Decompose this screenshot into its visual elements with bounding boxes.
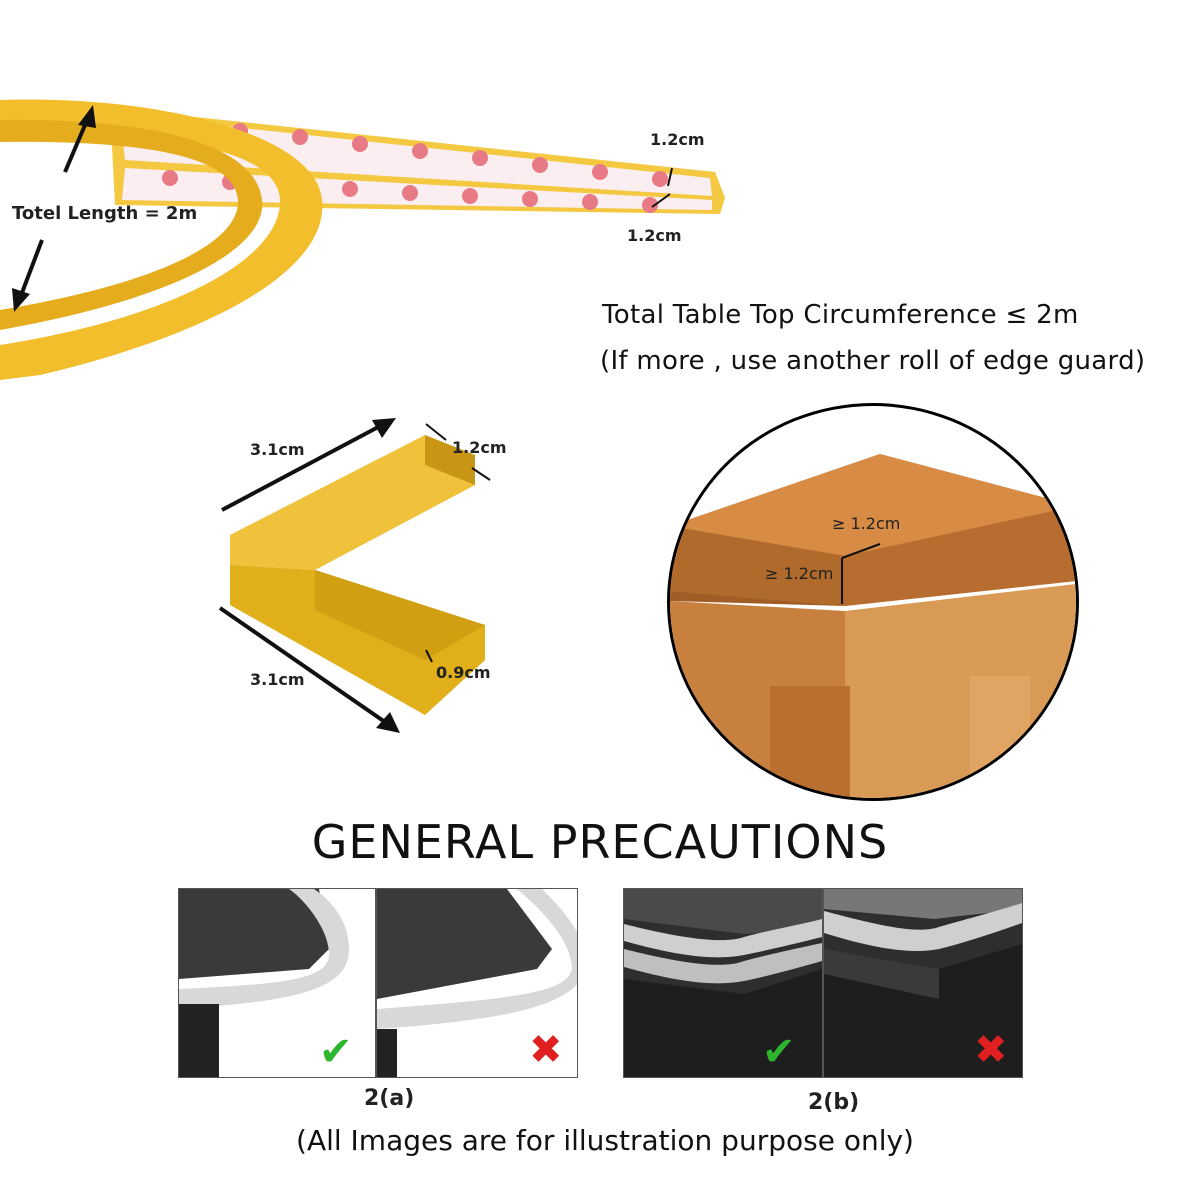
table-top-clearance-label: ≥ 1.2cm [832, 514, 901, 533]
check-icon: ✔ [319, 1029, 353, 1075]
cross-icon: ✖ [974, 1027, 1008, 1073]
corner-thickness-label: 1.2cm [452, 438, 507, 457]
corner-guard-illustration [218, 418, 491, 733]
corner-bottom-length-label: 3.1cm [250, 670, 305, 689]
caption-2a: 2(a) [364, 1086, 415, 1111]
strip-height-label: 1.2cm [650, 130, 705, 149]
circumference-rule: Total Table Top Circumference ≤ 2m [602, 300, 1079, 330]
precaution-2a-correct-panel: ✔ [178, 888, 376, 1078]
strip-width-label: 1.2cm [627, 226, 682, 245]
precaution-2b-correct-panel: ✔ [623, 888, 823, 1078]
corner-top-length-label: 3.1cm [250, 440, 305, 459]
check-icon: ✔ [762, 1029, 796, 1075]
precaution-2b-wrong-panel: ✖ [823, 888, 1023, 1078]
cross-icon: ✖ [529, 1027, 563, 1073]
total-length-label: Totel Length = 2m [12, 203, 198, 224]
corner-depth-label: 0.9cm [436, 663, 491, 682]
edge-guard-roll-illustration [0, 99, 725, 380]
caption-2b: 2(b) [808, 1090, 860, 1115]
table-side-clearance-label: ≥ 1.2cm [765, 564, 834, 583]
table-corner-photo [670, 454, 1076, 798]
table-corner-detail: ≥ 1.2cm ≥ 1.2cm [667, 403, 1079, 801]
circumference-note: (If more , use another roll of edge guar… [600, 346, 1146, 376]
illustration-disclaimer: (All Images are for illustration purpose… [296, 1124, 914, 1157]
precautions-heading: GENERAL PRECAUTIONS [311, 815, 889, 869]
precaution-2a-wrong-panel: ✖ [376, 888, 578, 1078]
